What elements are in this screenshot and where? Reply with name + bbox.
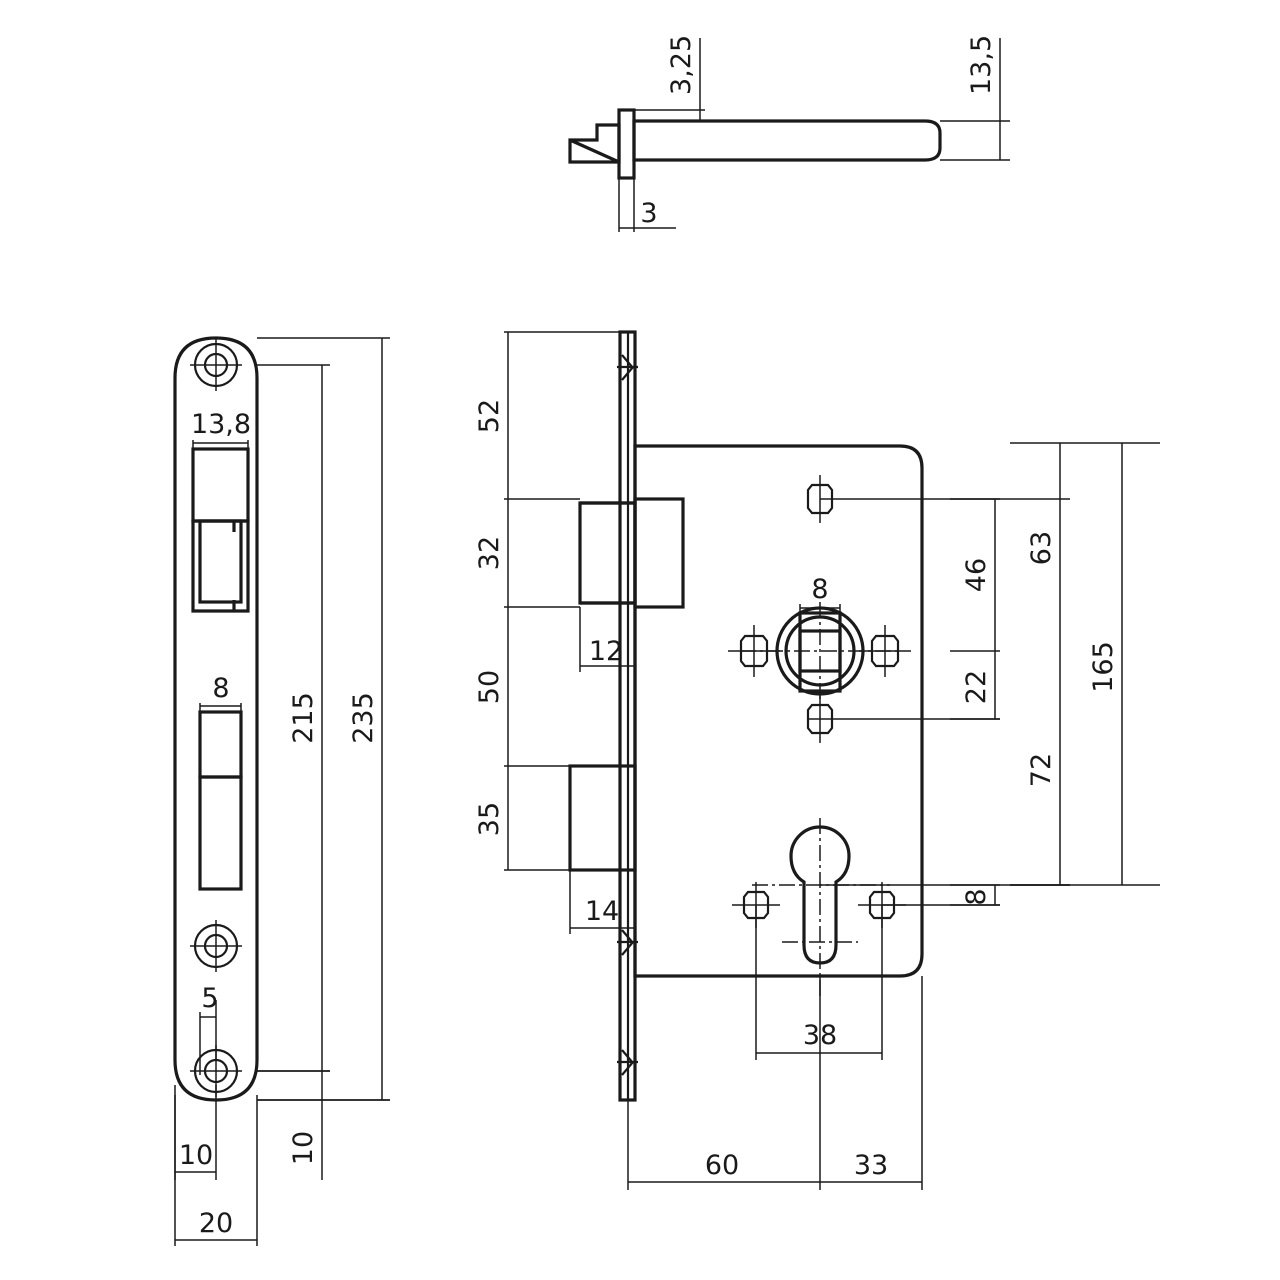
dim-label-3-25: 3,25 bbox=[666, 35, 697, 95]
dim-label-10-hole: 10 bbox=[179, 1140, 213, 1171]
dim-label-52: 52 bbox=[474, 399, 505, 433]
dim-label-32: 32 bbox=[474, 536, 505, 570]
dim-label-8-right: 8 bbox=[961, 888, 992, 905]
handle-fixing-hole-right bbox=[859, 625, 911, 677]
dim-label-50: 50 bbox=[474, 670, 505, 704]
body-view-case-outline bbox=[633, 444, 924, 978]
break-symbol-bottom bbox=[621, 1049, 634, 1076]
dim-label-46: 46 bbox=[961, 558, 992, 592]
faceplate-bolt-aperture-lower bbox=[198, 775, 243, 891]
dim-label-235: 235 bbox=[348, 692, 379, 744]
faceplate-outline bbox=[173, 336, 259, 1102]
dim-label-33: 33 bbox=[854, 1150, 888, 1181]
dim-label-14: 14 bbox=[585, 896, 619, 927]
body-view: 52 32 50 35 12 14 8 46 22 bbox=[474, 330, 1160, 1190]
faceplate-latch-tongue-inner bbox=[198, 519, 243, 604]
body-view-dead-bolt bbox=[568, 764, 637, 872]
dim-label-8-bolt: 8 bbox=[212, 673, 229, 704]
top-view-latch-bolt bbox=[568, 123, 621, 164]
dim-label-3: 3 bbox=[640, 198, 657, 229]
top-view-latch-bevel bbox=[569, 138, 620, 164]
dim-label-13-8: 13,8 bbox=[191, 409, 251, 440]
dim-label-13-5: 13,5 bbox=[966, 35, 997, 95]
dim-label-22: 22 bbox=[961, 670, 992, 704]
break-symbol-mid bbox=[621, 929, 634, 956]
dim-label-60: 60 bbox=[705, 1150, 739, 1181]
dim-label-10-edge: 10 bbox=[288, 1131, 319, 1165]
dim-label-72: 72 bbox=[1026, 753, 1057, 787]
handle-fixing-hole-left bbox=[728, 625, 780, 677]
dim-label-12: 12 bbox=[589, 636, 623, 667]
dim-label-63: 63 bbox=[1026, 531, 1057, 565]
dim-label-5: 5 bbox=[201, 983, 218, 1014]
faceplate-view: 13,8 8 5 10 20 215 235 10 bbox=[173, 336, 390, 1246]
break-symbol-top bbox=[621, 354, 634, 381]
faceplate-screw-hole-top bbox=[190, 339, 242, 391]
dim-label-165: 165 bbox=[1088, 641, 1119, 693]
top-view-case-body bbox=[632, 119, 942, 162]
dim-label-8-follower: 8 bbox=[811, 574, 828, 605]
faceplate-screw-hole-middle bbox=[190, 920, 242, 972]
top-view: 3,25 13,5 3 bbox=[568, 35, 1010, 232]
dim-label-35: 35 bbox=[474, 802, 505, 836]
dim-label-20: 20 bbox=[199, 1208, 233, 1239]
dim-label-215: 215 bbox=[288, 692, 319, 744]
